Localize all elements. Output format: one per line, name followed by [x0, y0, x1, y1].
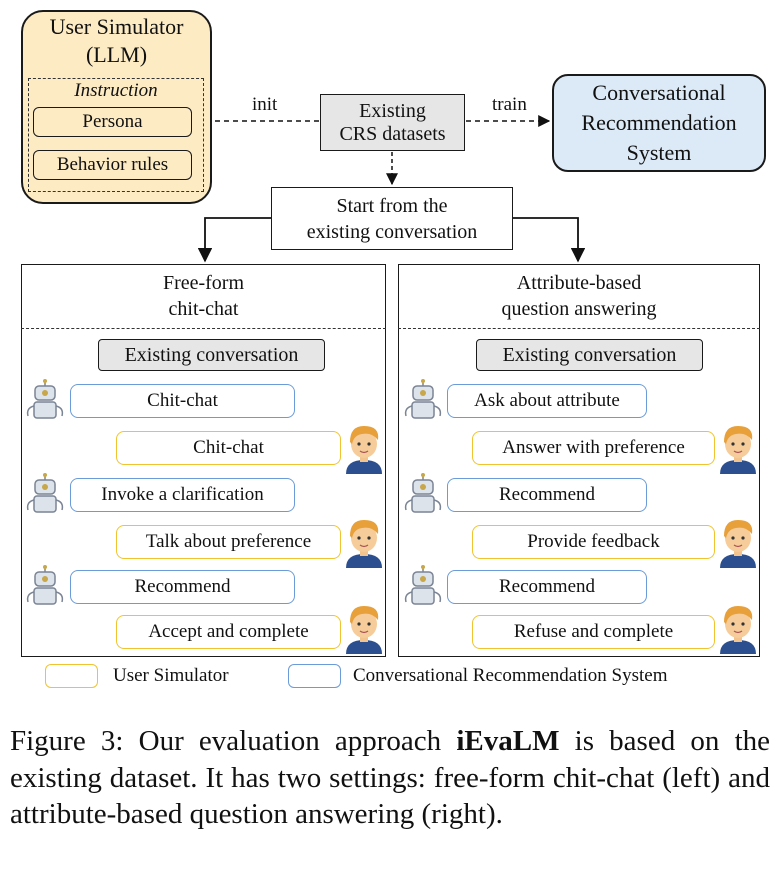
- instruction-box: [28, 78, 204, 192]
- left-turn-2: Chit-chat: [116, 431, 341, 465]
- legend-user-label: User Simulator: [113, 665, 229, 686]
- attribute-qa-title: Attribute-based question answering: [501, 272, 657, 320]
- persona-box: Persona: [33, 107, 192, 137]
- robot-icon: [404, 565, 442, 605]
- user-avatar-icon: [346, 520, 382, 568]
- figure-caption: Figure 3: Our evaluation approach iEvaLM…: [10, 725, 770, 830]
- right-existing-conversation: Existing conversation: [476, 339, 703, 371]
- right-branch-arrow: [513, 217, 586, 263]
- user-simulator-title: User Simulator (LLM): [49, 14, 184, 67]
- right-turn-5: Recommend: [447, 570, 647, 604]
- free-form-title: Free-form chit-chat: [162, 272, 245, 320]
- user-avatar-icon: [720, 426, 756, 474]
- user-avatar-icon: [346, 426, 382, 474]
- robot-icon: [26, 379, 64, 419]
- left-divider: [21, 328, 386, 329]
- right-divider: [398, 328, 760, 329]
- user-avatar-icon: [720, 606, 756, 654]
- left-turn-4: Talk about preference: [116, 525, 341, 559]
- behavior-rules-box: Behavior rules: [33, 150, 192, 180]
- crs-box: Conversational Recommendation System: [552, 74, 766, 172]
- left-turn-6: Accept and complete: [116, 615, 341, 649]
- instruction-label: Instruction: [74, 80, 158, 101]
- legend-user-swatch: [45, 664, 98, 688]
- right-turn-1: Ask about attribute: [447, 384, 647, 418]
- legend-system-swatch: [288, 664, 341, 688]
- left-existing-conversation: Existing conversation: [98, 339, 325, 371]
- left-branch-arrow: [197, 217, 271, 263]
- left-turn-5: Recommend: [70, 570, 295, 604]
- right-turn-4: Provide feedback: [472, 525, 715, 559]
- robot-icon: [404, 473, 442, 513]
- init-label: init: [252, 94, 278, 115]
- right-turn-2: Answer with preference: [472, 431, 715, 465]
- left-turn-1: Chit-chat: [70, 384, 295, 418]
- left-turn-3: Invoke a clarification: [70, 478, 295, 512]
- crs-datasets-box: Existing CRS datasets: [320, 94, 465, 151]
- robot-icon: [26, 565, 64, 605]
- right-turn-6: Refuse and complete: [472, 615, 715, 649]
- user-avatar-icon: [720, 520, 756, 568]
- right-turn-3: Recommend: [447, 478, 647, 512]
- train-label: train: [492, 94, 527, 115]
- legend-system-label: Conversational Recommendation System: [353, 665, 668, 686]
- user-avatar-icon: [346, 606, 382, 654]
- robot-icon: [26, 473, 64, 513]
- robot-icon: [404, 379, 442, 419]
- start-conversation-box: Start from the existing conversation: [271, 187, 513, 250]
